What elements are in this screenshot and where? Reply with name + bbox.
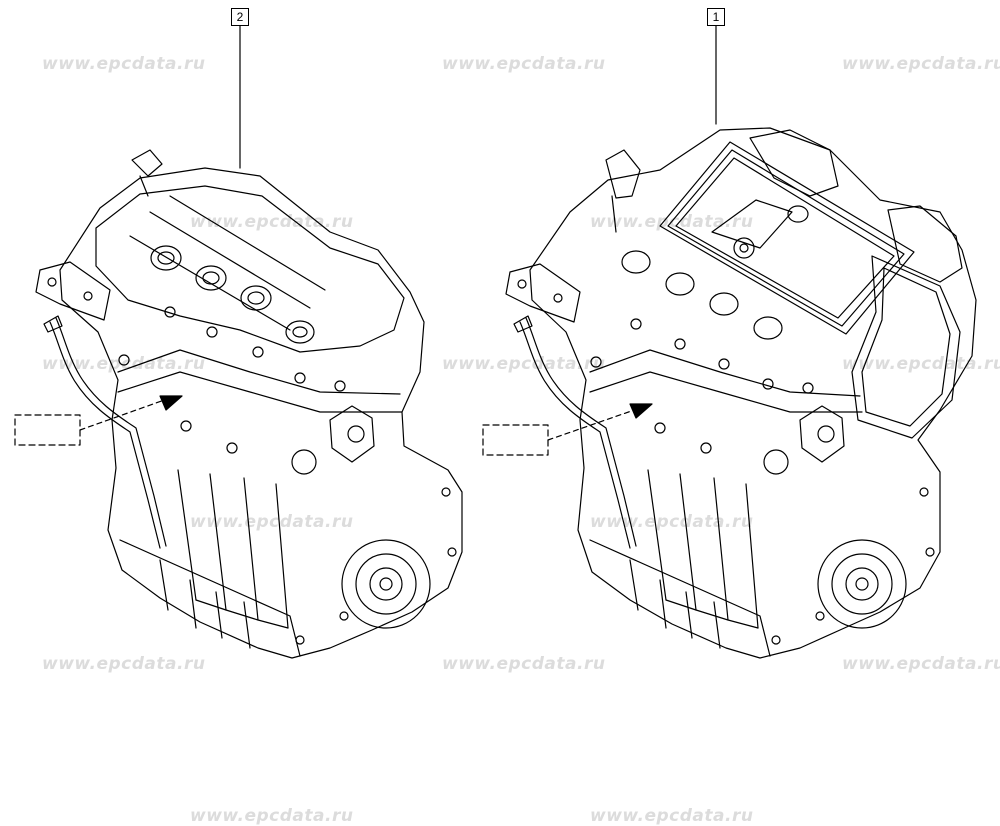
callout-2: 2 — [231, 8, 249, 26]
rear-housing — [749, 129, 839, 197]
mounting-bracket — [505, 263, 581, 323]
engine-block-outline — [59, 167, 463, 659]
camshaft-end — [733, 237, 755, 259]
engine-assembly-2 — [14, 25, 463, 659]
watermark: www.epcdata.ru — [42, 54, 206, 74]
dipstick-tube — [519, 321, 631, 549]
spark-plug-well — [285, 320, 315, 344]
watermark: www.epcdata.ru — [842, 654, 1000, 674]
thermostat-housing — [329, 405, 375, 463]
dipstick-tube — [49, 321, 161, 549]
flywheel-housing — [817, 539, 907, 629]
mounting-bracket — [35, 261, 111, 321]
cylinder-opening — [621, 250, 651, 274]
valve-cover — [95, 185, 405, 353]
watermark: www.epcdata.ru — [442, 354, 606, 374]
engine-assembly-1 — [482, 25, 977, 659]
callout-1: 1 — [707, 8, 725, 26]
cylinder-opening — [665, 272, 695, 296]
reference-box — [14, 414, 81, 446]
watermark: www.epcdata.ru — [442, 654, 606, 674]
oil-filler-cap — [131, 149, 163, 177]
spark-plug-well — [195, 265, 227, 291]
cylinder-opening — [709, 292, 739, 316]
oil-filler-neck — [605, 149, 641, 199]
watermark: www.epcdata.ru — [590, 512, 754, 532]
spark-plug-well — [150, 245, 182, 271]
reference-arrow — [547, 407, 641, 441]
watermark: www.epcdata.ru — [190, 512, 354, 532]
watermark: www.epcdata.ru — [842, 354, 1000, 374]
flywheel-housing — [341, 539, 431, 629]
cylinder-opening — [753, 316, 783, 340]
crank-pulley — [831, 553, 893, 615]
watermark: www.epcdata.ru — [190, 212, 354, 232]
reference-arrow — [79, 397, 171, 431]
spark-plug-well — [240, 285, 272, 311]
reference-box — [482, 424, 549, 456]
head-gasket-frame — [659, 141, 915, 335]
watermark: www.epcdata.ru — [42, 654, 206, 674]
watermark: www.epcdata.ru — [42, 354, 206, 374]
thermostat-housing — [799, 405, 845, 463]
timing-cover-frame — [851, 255, 961, 439]
crank-pulley — [355, 553, 417, 615]
watermark: www.epcdata.ru — [442, 54, 606, 74]
watermark: www.epcdata.ru — [842, 54, 1000, 74]
